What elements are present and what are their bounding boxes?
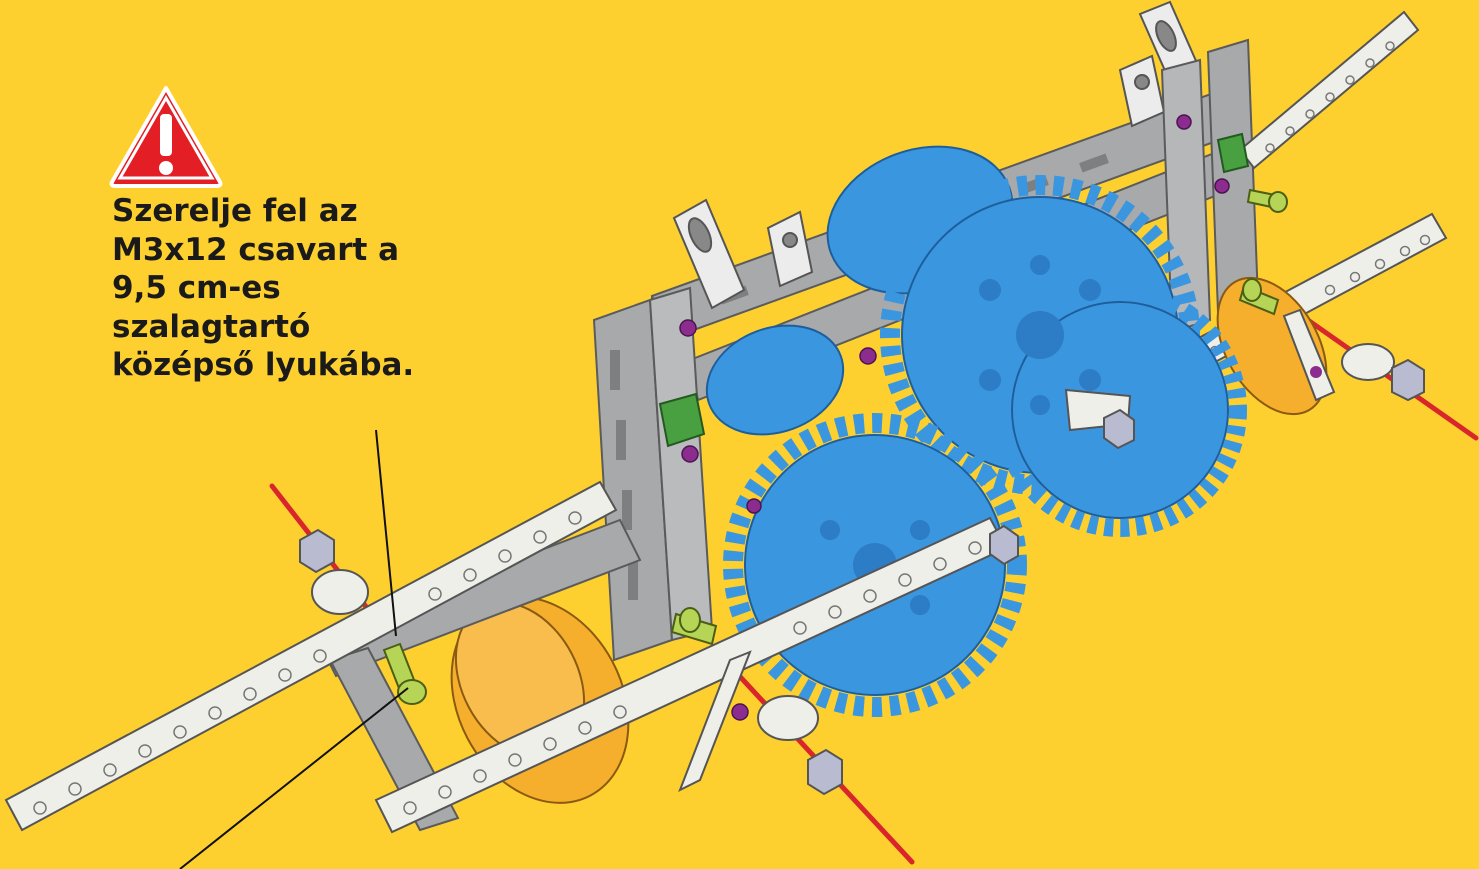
instruction-line-2: M3x12 csavart a (112, 231, 532, 270)
instruction-line-3: 9,5 cm-es (112, 269, 532, 308)
instruction-line-1: Szerelje fel az (112, 192, 532, 231)
instruction-line-5: középső lyukába. (112, 346, 532, 385)
assembly-instruction: Szerelje fel az M3x12 csavart a 9,5 cm-e… (112, 192, 532, 385)
instruction-line-4: szalagtartó (112, 308, 532, 347)
warning-triangle-icon (108, 84, 224, 188)
left-vertical-frame (594, 288, 712, 660)
